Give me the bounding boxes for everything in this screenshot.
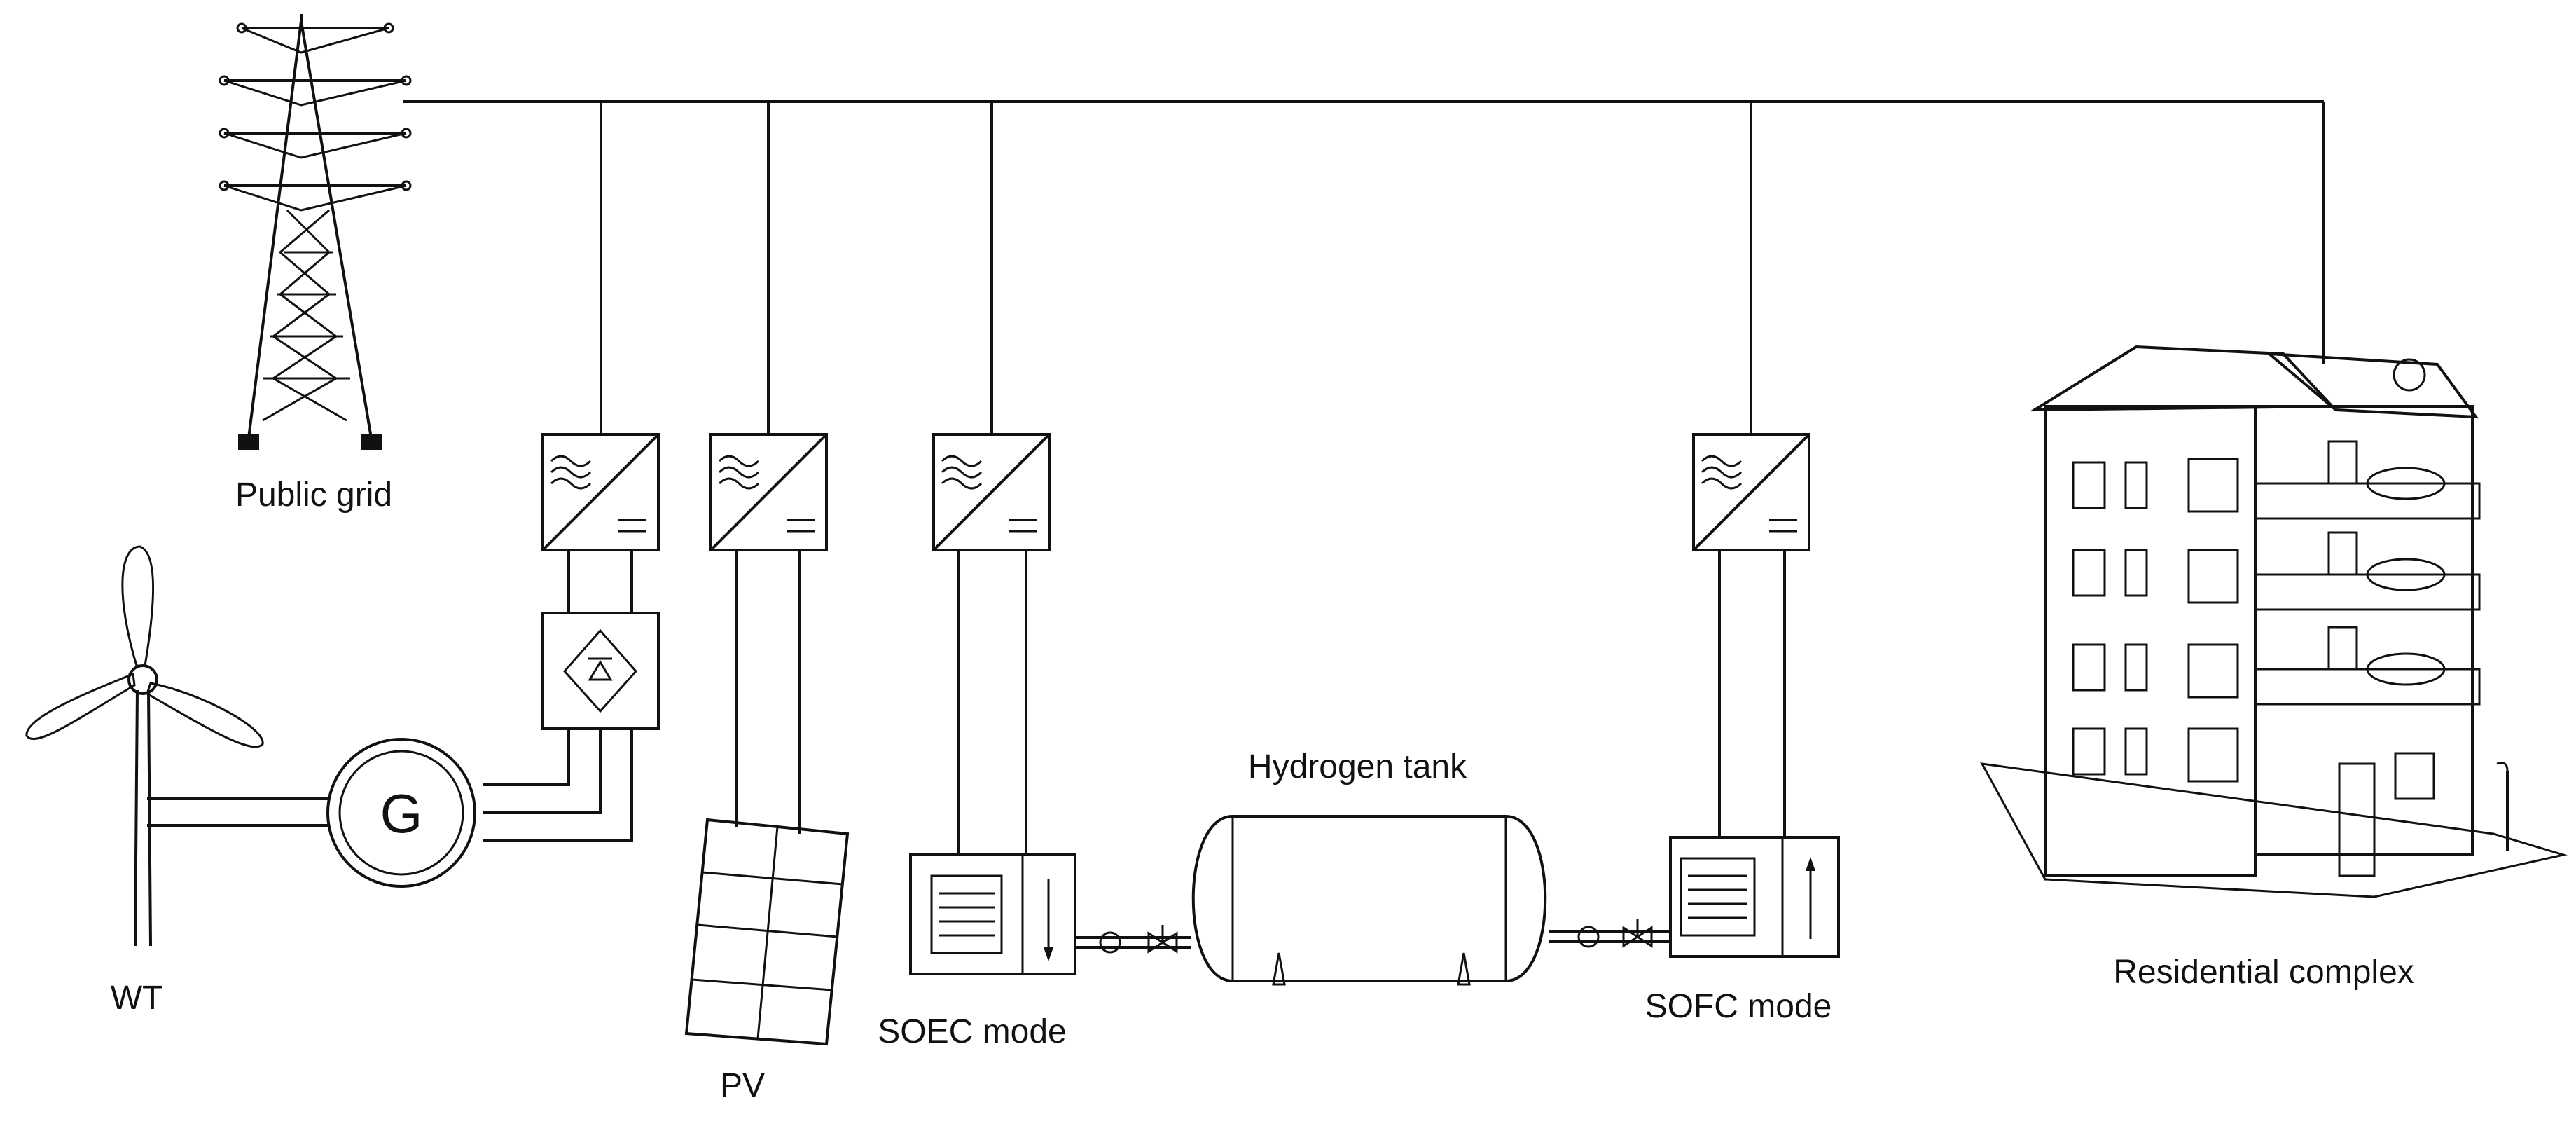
transmission-tower-icon (219, 14, 412, 450)
hydrogen-tank-label: Hydrogen tank (1248, 748, 1467, 785)
valve-icon (1075, 925, 1191, 954)
valve-icon (1549, 919, 1670, 948)
generator-connection (483, 729, 633, 842)
windows (2072, 458, 2435, 877)
generator-icon: G (326, 738, 476, 888)
fuel-cell-icon (1669, 550, 1840, 958)
generator-label: G (380, 783, 423, 844)
pv-label: PV (720, 1067, 765, 1104)
inverter-icon (541, 433, 1810, 551)
residential-complex-label: Residential complex (2113, 954, 2414, 991)
public-grid-label: Public grid (235, 476, 392, 514)
wt-label: WT (111, 980, 163, 1017)
solar-panel-icon (684, 550, 850, 1046)
sofc-label: SOFC mode (1645, 988, 1832, 1025)
hydrogen-tank-icon (1191, 815, 1547, 986)
grid-bus (403, 100, 2325, 434)
building-icon (1980, 345, 2568, 898)
electrolyzer-icon (909, 550, 1076, 975)
soec-label: SOEC mode (878, 1013, 1066, 1050)
rectifier-icon (541, 550, 660, 730)
wind-turbine-icon (25, 545, 328, 947)
balconies (2254, 440, 2481, 706)
